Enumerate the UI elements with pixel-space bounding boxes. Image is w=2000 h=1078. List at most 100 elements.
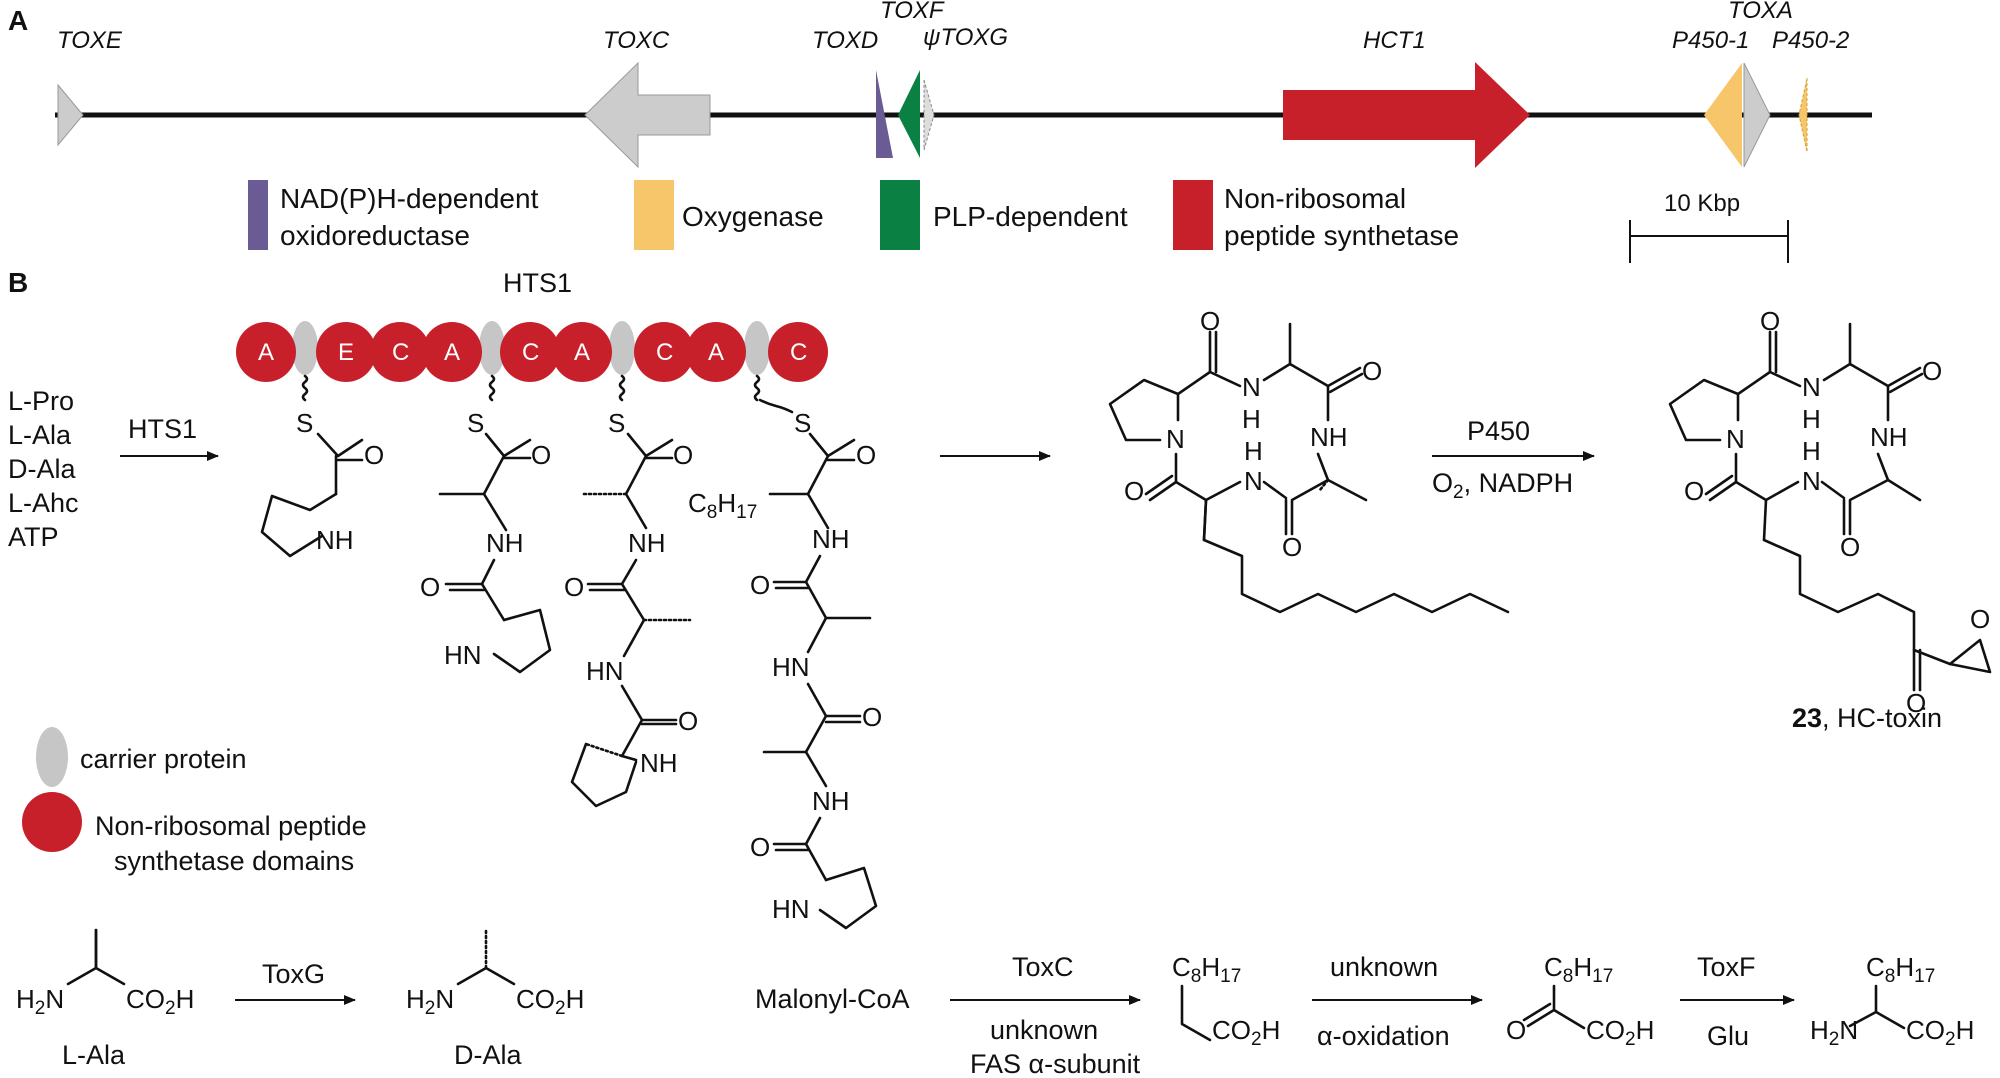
atom-label: O xyxy=(531,440,551,470)
atom-label: N xyxy=(1802,466,1821,496)
atom-label: H xyxy=(1242,404,1261,434)
atom-label: O xyxy=(750,832,770,862)
atom-label: S xyxy=(296,408,313,438)
legend-nrps-line2: synthetase domains xyxy=(114,846,354,876)
atom-label: NH xyxy=(812,524,850,554)
substrate: D-Ala xyxy=(8,454,76,484)
domain-letter: A xyxy=(258,339,274,366)
atom-label: CO2H xyxy=(1906,1015,1974,1050)
atom-label: S xyxy=(794,408,811,438)
nrps-domain xyxy=(500,322,560,382)
nrps-domain xyxy=(634,322,694,382)
substrate: L-Ala xyxy=(8,420,72,450)
gene-label-p450-1: P450-1 xyxy=(1672,27,1749,54)
legend-swatch-plp xyxy=(880,180,920,250)
atom-label: O xyxy=(564,572,584,602)
atom-label: O xyxy=(1922,356,1942,386)
gene-p450-2 xyxy=(1798,77,1808,153)
gene-color-legend: NAD(P)H-dependent oxidoreductase Oxygena… xyxy=(248,180,1459,251)
substrate: L-Pro xyxy=(8,386,74,416)
domain-letter: C xyxy=(790,339,807,366)
atom-label: O xyxy=(1506,1015,1526,1045)
nrps-domain xyxy=(370,322,430,382)
gene-label-p450-2: P450-2 xyxy=(1772,27,1849,54)
decanoic-acid-structure: C8H17 CO2H xyxy=(1172,952,1280,1050)
gene-cluster-map: TOXE TOXC TOXD TOXF ψTOXG HCT1 TOXA P450… xyxy=(55,0,1872,169)
legend-nadph-line2: oxidoreductase xyxy=(280,220,470,251)
atom-label: O xyxy=(364,440,384,470)
product-label: 23, HC-toxin xyxy=(1792,703,1942,733)
atom-label: O xyxy=(673,440,693,470)
arrow-label-glu: Glu xyxy=(1707,1021,1749,1051)
arrow-label-toxg: ToxG xyxy=(262,959,325,989)
domain-letter: C xyxy=(392,339,409,366)
gene-label-toxg: ψTOXG xyxy=(923,24,1008,51)
atom-label: HN xyxy=(444,640,482,670)
atom-label: NH xyxy=(640,748,678,778)
gene-toxg-pseudo xyxy=(923,79,935,151)
arrow-label-unknown: unknown xyxy=(1330,952,1438,982)
atom-label: H xyxy=(1802,436,1821,466)
gene-toxd xyxy=(876,70,893,158)
legend-oxygenase: Oxygenase xyxy=(682,201,824,232)
gene-label-toxd: TOXD xyxy=(812,27,878,54)
legend-carrier-icon xyxy=(36,727,68,787)
panel-b-label: B xyxy=(8,267,28,298)
l-ala-structure: H2N CO2H xyxy=(16,928,194,1019)
gene-p450-1 xyxy=(1704,63,1742,167)
legend-nrps-domain-icon xyxy=(22,792,82,852)
hts1-title: HTS1 xyxy=(503,268,572,298)
atom-label: O xyxy=(862,702,882,732)
domain-letter: A xyxy=(708,339,724,366)
gene-label-toxf: TOXF xyxy=(880,0,945,24)
atom-label: HN xyxy=(586,656,624,686)
atom-label: N xyxy=(1244,466,1263,496)
substrate: L-Ahc xyxy=(8,488,79,518)
carrier-protein xyxy=(609,321,635,375)
atom-label: CO2H xyxy=(1212,1015,1280,1050)
carrier-protein xyxy=(292,321,318,375)
tethered-prolyl-intermediate: S O NH xyxy=(260,374,384,558)
arrow-label-toxc: ToxC xyxy=(1012,952,1074,982)
atom-label: O xyxy=(1970,604,1990,634)
arrow-label-alpha-oxidation: α-oxidation xyxy=(1317,1021,1450,1051)
atom-label: C8H17 xyxy=(1544,952,1613,987)
atom-label: O xyxy=(678,706,698,736)
atom-label: O xyxy=(1282,532,1302,562)
atom-label: O xyxy=(1200,306,1220,336)
atom-label: O xyxy=(1906,688,1926,718)
hc-toxin-structure: O N H O NH O H N O N O O xyxy=(1668,306,1992,718)
gene-label-toxa: TOXA xyxy=(1728,0,1793,24)
gene-hct1 xyxy=(1283,62,1530,168)
arrow-label-hts1: HTS1 xyxy=(128,414,197,444)
legend-nadph-line1: NAD(P)H-dependent xyxy=(280,183,539,214)
carrier-protein xyxy=(744,321,770,375)
panel-a-label: A xyxy=(8,5,28,36)
keto-acid-structure: C8H17 O CO2H xyxy=(1506,952,1654,1050)
atom-label: NH xyxy=(628,528,666,558)
nrps-domain xyxy=(236,322,296,382)
atom-label: O xyxy=(420,572,440,602)
gene-label-hct1: HCT1 xyxy=(1363,27,1426,54)
gene-toxa xyxy=(1743,62,1771,168)
atom-label: HN xyxy=(772,652,810,682)
gene-label-toxe: TOXE xyxy=(57,27,123,54)
atom-label: C8H17 xyxy=(1866,952,1935,987)
atom-label: N xyxy=(1242,372,1261,402)
label-d-ala: D-Ala xyxy=(454,1040,522,1070)
atom-label: H2N xyxy=(406,984,454,1019)
hts1-domain-strip: A E C A C A C A C xyxy=(236,321,828,382)
legend-swatch-nrps xyxy=(1173,180,1213,250)
atom-label: NH xyxy=(1310,422,1348,452)
legend-nrps-line1: Non-ribosomal xyxy=(1224,183,1406,214)
atom-label: S xyxy=(608,408,625,438)
arrow-label-p450: P450 xyxy=(1467,416,1530,446)
legend-nrps-line2: peptide synthetase xyxy=(1224,220,1459,251)
nrps-domain xyxy=(686,322,746,382)
atom-label: O xyxy=(1760,306,1780,336)
atom-label: CO2H xyxy=(1586,1015,1654,1050)
atom-label: H2N xyxy=(16,984,64,1019)
carrier-protein xyxy=(479,321,505,375)
atom-label: CO2H xyxy=(126,984,194,1019)
